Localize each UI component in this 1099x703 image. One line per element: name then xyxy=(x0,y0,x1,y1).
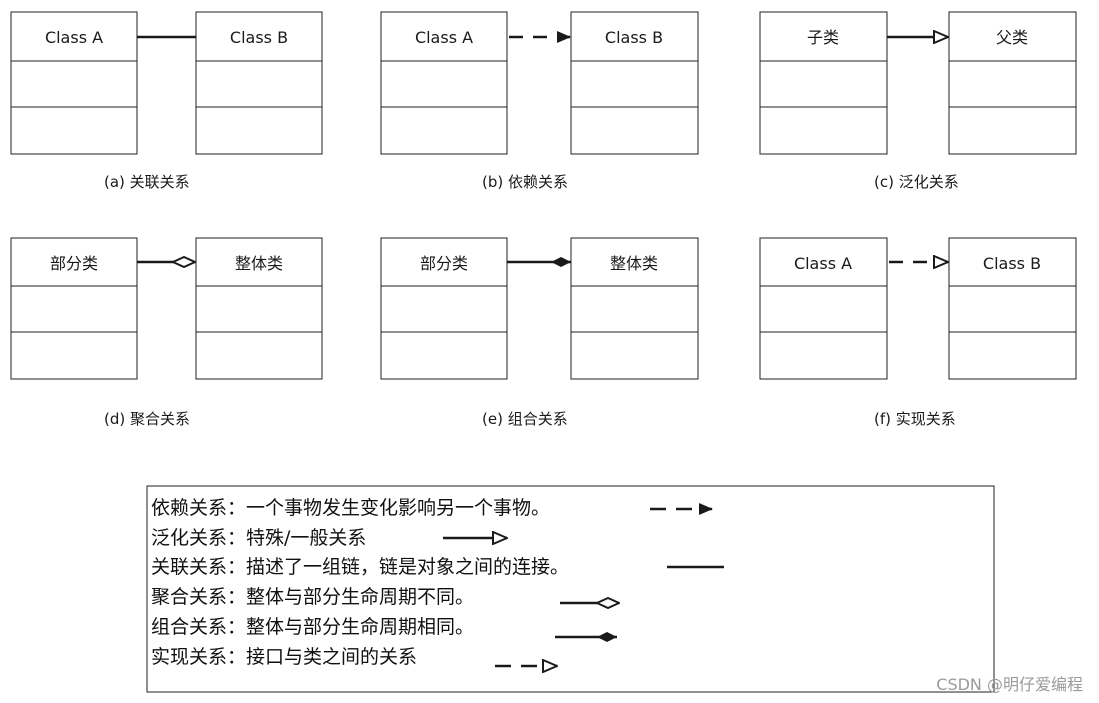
legend-item-association: 关联关系：描述了一组链，链是对象之间的连接。 xyxy=(151,556,569,578)
class-a-name: Class A xyxy=(794,254,852,273)
panel-caption: (a) 关联关系 xyxy=(104,173,190,191)
class-box-a: 子类 xyxy=(759,11,888,155)
class-a-name: 子类 xyxy=(807,28,839,47)
panel-caption: (f) 实现关系 xyxy=(874,410,956,428)
legend-item-realization: 实现关系：接口与类之间的关系 xyxy=(151,646,417,668)
class-b-name: Class B xyxy=(230,28,288,47)
panel-caption: (c) 泛化关系 xyxy=(874,173,959,191)
class-b-name: Class B xyxy=(605,28,663,47)
class-box-a: 部分类 xyxy=(10,237,138,380)
class-b-name: Class B xyxy=(983,254,1041,273)
class-b-name: 整体类 xyxy=(610,254,658,273)
class-b-name: 父类 xyxy=(996,28,1028,47)
legend: 依赖关系：一个事物发生变化影响另一个事物。 泛化关系：特殊/一般关系 关联关系：… xyxy=(146,485,995,693)
class-box-a: 部分类 xyxy=(380,237,508,380)
panel-generalization: 子类 父类 (c) 泛化关系 xyxy=(759,11,1077,191)
class-box-a: Class A xyxy=(10,11,138,155)
legend-item-composition: 组合关系：整体与部分生命周期相同。 xyxy=(151,616,474,638)
panel-caption: (b) 依赖关系 xyxy=(482,173,568,191)
panel-realization: Class A Class B (f) 实现关系 xyxy=(759,237,1077,428)
class-a-name: 部分类 xyxy=(50,254,98,273)
panel-caption: (d) 聚合关系 xyxy=(104,410,190,428)
class-box-a: Class A xyxy=(759,237,888,380)
legend-item-dependency: 依赖关系：一个事物发生变化影响另一个事物。 xyxy=(151,497,550,519)
class-box-b: 父类 xyxy=(948,11,1077,155)
panel-dependency: Class A Class B (b) 依赖关系 xyxy=(380,11,699,191)
panel-aggregation: 部分类 整体类 (d) 聚合关系 xyxy=(10,237,323,428)
class-a-name: 部分类 xyxy=(420,254,468,273)
class-box-b: Class B xyxy=(195,11,323,155)
class-b-name: 整体类 xyxy=(235,254,283,273)
class-a-name: Class A xyxy=(45,28,103,47)
panel-composition: 部分类 整体类 (e) 组合关系 xyxy=(380,237,699,428)
class-a-name: Class A xyxy=(415,28,473,47)
legend-item-generalization: 泛化关系：特殊/一般关系 xyxy=(151,527,366,549)
class-box-b: Class B xyxy=(948,237,1077,380)
class-box-a: Class A xyxy=(380,11,508,155)
watermark: CSDN @明仔爱编程 xyxy=(936,675,1083,694)
class-box-b: 整体类 xyxy=(195,237,323,380)
class-box-b: Class B xyxy=(570,11,699,155)
legend-frame xyxy=(146,485,995,693)
class-box-b: 整体类 xyxy=(570,237,699,380)
panel-association: Class A Class B (a) 关联关系 xyxy=(10,11,323,191)
legend-item-aggregation: 聚合关系：整体与部分生命周期不同。 xyxy=(151,586,474,608)
panel-caption: (e) 组合关系 xyxy=(482,410,568,428)
